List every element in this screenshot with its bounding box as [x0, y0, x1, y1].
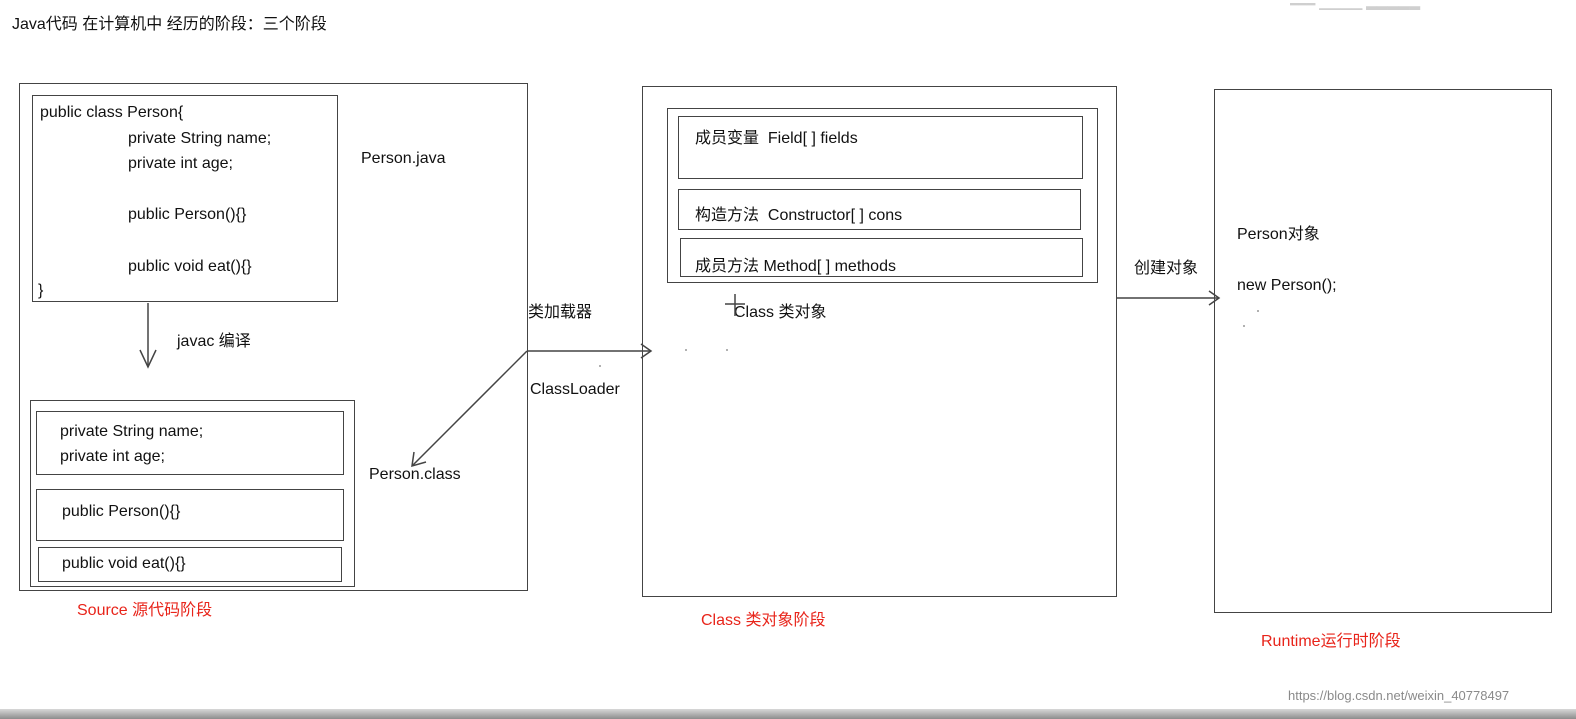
constructors-box	[678, 189, 1081, 230]
source-code-box	[32, 95, 338, 302]
class-stage-panel	[642, 86, 1117, 597]
methods-label: 成员方法 Method[ ] methods	[695, 258, 896, 275]
bottom-scrollbar[interactable]	[0, 709, 1576, 719]
page-title: Java代码 在计算机中 经历的阶段：三个阶段	[12, 16, 327, 33]
class-object-box	[667, 108, 1098, 283]
constructors-label: 构造方法 Constructor[ ] cons	[695, 207, 903, 224]
code-line-name-field: private String name;	[128, 130, 272, 147]
person-class-label: Person.class	[369, 466, 461, 483]
class-stage-label: Class 类对象阶段	[701, 612, 826, 629]
code-line-age-field: private int age;	[128, 155, 233, 172]
class-loader-label-cn: 类加载器	[528, 304, 593, 321]
bytecode-method-box	[38, 547, 342, 582]
methods-box	[680, 238, 1083, 277]
source-stage-label: Source 源代码阶段	[77, 602, 213, 619]
bytecode-constructor-box	[36, 489, 344, 541]
person-object-label: Person对象	[1237, 226, 1320, 243]
class-loader-label-en: ClassLoader	[530, 381, 620, 398]
runtime-stage-label: Runtime运行时阶段	[1261, 633, 1401, 650]
class-object-label: Class 类对象	[734, 304, 827, 321]
watermark: https://blog.csdn.net/weixin_40778497	[1288, 688, 1510, 703]
bytecode-constructor: public Person(){}	[62, 503, 181, 520]
code-line-class: public class Person{	[40, 104, 184, 121]
fields-box	[678, 116, 1083, 179]
header-logo: ━━━ ▂▂▂▂ ▃▃▃▃▃	[1290, 0, 1420, 10]
bytecode-field-age: private int age;	[60, 448, 165, 465]
code-line-constructor: public Person(){}	[128, 206, 247, 223]
person-java-label: Person.java	[361, 150, 446, 167]
create-object-label: 创建对象	[1134, 260, 1199, 277]
javac-compile-label: javac 编译	[177, 333, 251, 350]
source-stage-panel	[19, 83, 528, 591]
bytecode-fields-box	[36, 411, 344, 475]
fields-label: 成员变量 Field[ ] fields	[695, 130, 858, 147]
new-person-expr: new Person();	[1237, 277, 1337, 294]
code-line-method: public void eat(){}	[128, 258, 252, 275]
bytecode-box	[30, 400, 355, 587]
bytecode-method: public void eat(){}	[62, 555, 186, 572]
code-line-close-brace: }	[38, 282, 44, 299]
bytecode-field-name: private String name;	[60, 423, 204, 440]
runtime-stage-panel	[1214, 89, 1552, 613]
